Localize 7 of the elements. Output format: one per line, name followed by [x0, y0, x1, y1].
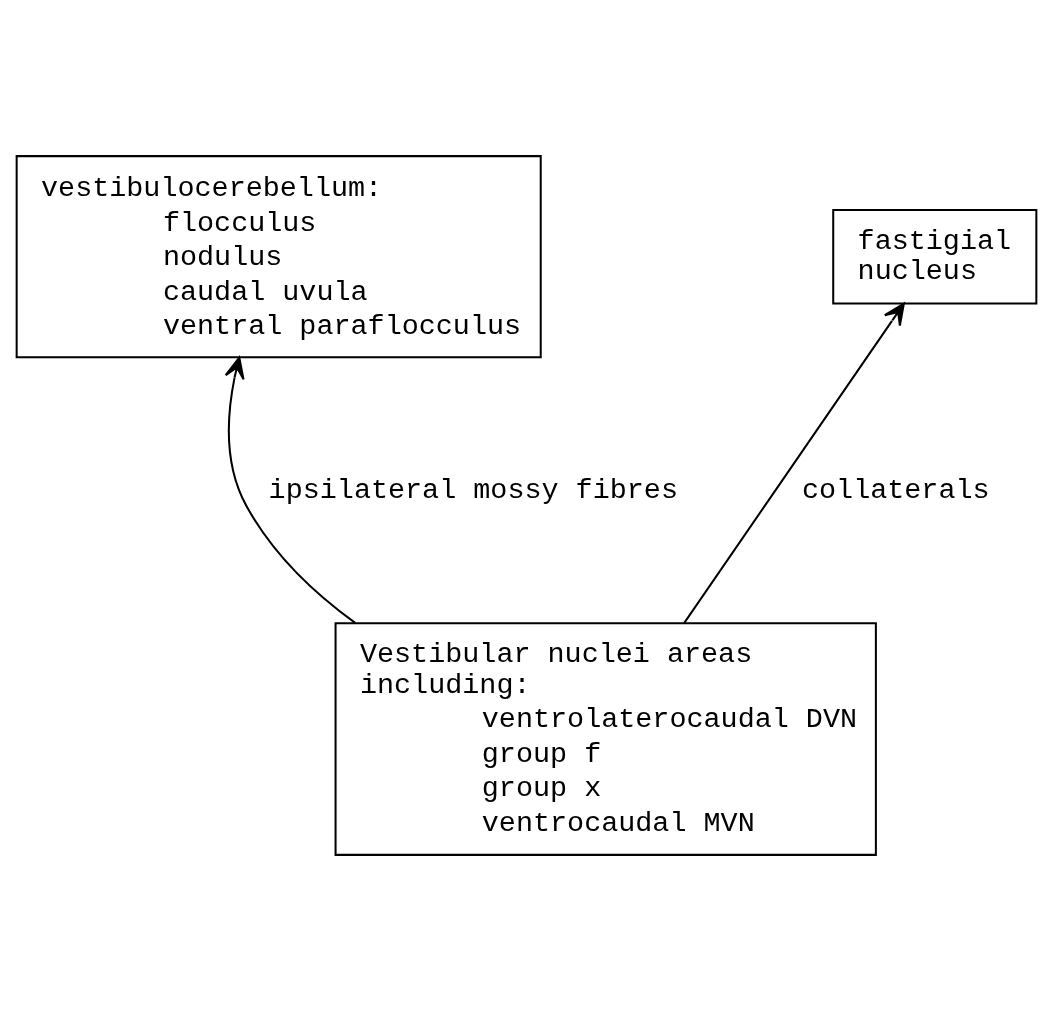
node-box: fastigial nucleus	[832, 208, 1038, 304]
arrow	[224, 356, 356, 624]
edge-label: ipsilateral mossy fibres	[268, 473, 678, 507]
node-box: vestibulocerebellum: flocculus nodulus caudal uvula ventral paraflocculus	[15, 154, 542, 358]
edge-label: collaterals	[801, 473, 990, 507]
arrow	[683, 302, 905, 624]
node-box: Vestibular nuclei areas including: ventrolaterocaudal DVN group f group x ventrocaudal MVN	[334, 621, 877, 856]
